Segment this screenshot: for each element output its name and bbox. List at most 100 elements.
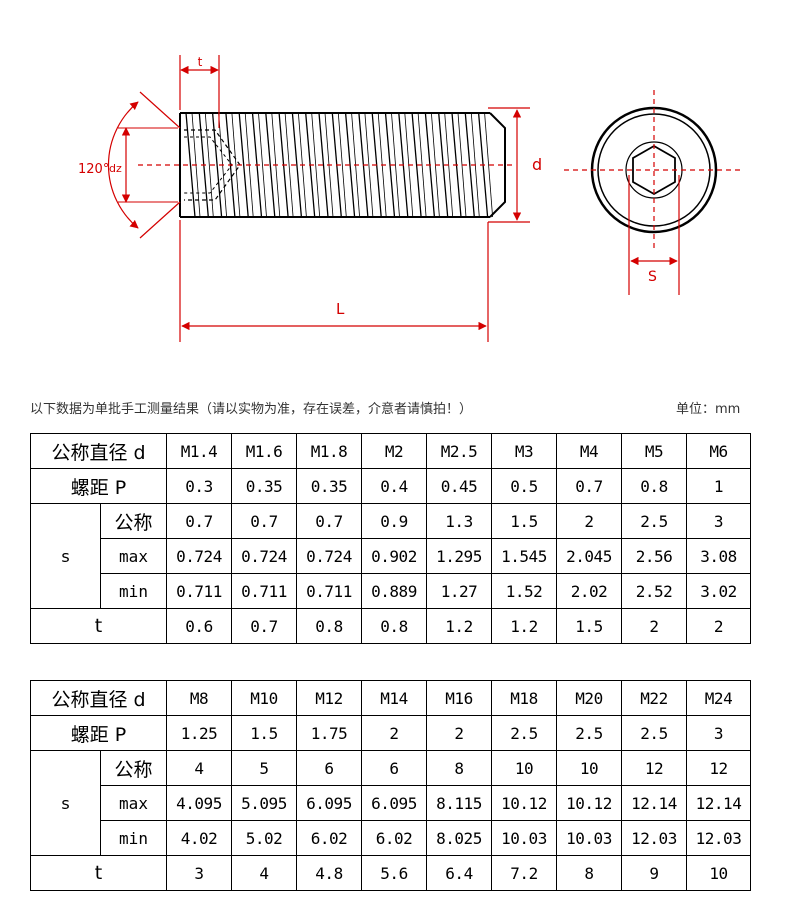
diameter-header: 公称直径 d <box>30 680 167 716</box>
max-header: max <box>100 538 167 574</box>
diameter-header: 公称直径 d <box>30 433 167 469</box>
set-screw-technical-drawing: t 120° dz d L S <box>78 55 744 342</box>
table-cell: M22 <box>621 680 687 716</box>
table-cell: 0.4 <box>361 468 427 504</box>
table-cell: M2.5 <box>426 433 492 469</box>
table-cell: 5 <box>231 750 297 786</box>
unit-label: 单位：mm <box>676 402 741 417</box>
table-cell: 0.8 <box>296 608 362 644</box>
table-cell: 8 <box>426 750 492 786</box>
table-cell: M8 <box>166 680 232 716</box>
table-cell: 0.711 <box>296 573 362 609</box>
table-cell: 7.2 <box>491 855 557 891</box>
table-cell: 10.12 <box>556 785 622 821</box>
t-header: t <box>30 608 167 644</box>
table-cell: M16 <box>426 680 492 716</box>
min-header: min <box>100 573 167 609</box>
label-t: t <box>198 55 203 69</box>
table-cell: M10 <box>231 680 297 716</box>
table-cell: 1.52 <box>491 573 557 609</box>
table-cell: 1.25 <box>166 715 232 751</box>
table-cell: 5.095 <box>231 785 297 821</box>
table-cell: M5 <box>621 433 687 469</box>
table-cell: 2.5 <box>491 715 557 751</box>
table-cell: 10 <box>556 750 622 786</box>
dimension-angle-dz: 120° dz <box>78 91 181 239</box>
table-cell: M1.8 <box>296 433 362 469</box>
table-cell: 2 <box>621 608 687 644</box>
table-cell: 1.2 <box>426 608 492 644</box>
min-header: min <box>100 820 167 856</box>
table-cell: 6 <box>296 750 362 786</box>
table-cell: 0.7 <box>556 468 622 504</box>
table-cell: 0.35 <box>231 468 297 504</box>
table-cell: 0.711 <box>231 573 297 609</box>
table-cell: 4.095 <box>166 785 232 821</box>
table-cell: 10.03 <box>556 820 622 856</box>
table-cell: 3.08 <box>686 538 751 574</box>
table-cell: M24 <box>686 680 751 716</box>
measurement-note: 以下数据为单批手工测量结果（请以实物为准，存在误差，介意者请慎拍！） <box>30 402 473 417</box>
table-cell: 1.75 <box>296 715 362 751</box>
table-cell: 2.5 <box>621 503 687 539</box>
label-angle: 120° <box>78 162 109 177</box>
table-cell: 4.02 <box>166 820 232 856</box>
table-cell: 1.3 <box>426 503 492 539</box>
dimension-d: d <box>488 107 542 223</box>
table-cell: 1.295 <box>426 538 492 574</box>
table-cell: 1.5 <box>231 715 297 751</box>
table-cell: M3 <box>491 433 557 469</box>
table-cell: 1.545 <box>491 538 557 574</box>
nominal-header: 公称 <box>100 750 167 786</box>
table-cell: 0.9 <box>361 503 427 539</box>
table-cell: 1.2 <box>491 608 557 644</box>
table-cell: 0.6 <box>166 608 232 644</box>
table-cell: 4 <box>231 855 297 891</box>
t-header: t <box>30 855 167 891</box>
table-cell: 0.711 <box>166 573 232 609</box>
table-cell: 2.045 <box>556 538 622 574</box>
table-cell: M14 <box>361 680 427 716</box>
label-dz: dz <box>109 162 122 175</box>
table-cell: M12 <box>296 680 362 716</box>
screw-side-view <box>138 112 515 218</box>
table-cell: 0.889 <box>361 573 427 609</box>
table-cell: 10.12 <box>491 785 557 821</box>
table-cell: M1.6 <box>231 433 297 469</box>
table-cell: 3 <box>686 715 751 751</box>
table-cell: 0.3 <box>166 468 232 504</box>
table-cell: 1.27 <box>426 573 492 609</box>
table-cell: 6.095 <box>296 785 362 821</box>
table-cell: 6.4 <box>426 855 492 891</box>
table-cell: 1.5 <box>556 608 622 644</box>
s-header: s <box>30 503 101 609</box>
table-cell: 10 <box>491 750 557 786</box>
table-cell: 1.5 <box>491 503 557 539</box>
table-cell: 3.02 <box>686 573 751 609</box>
table-cell: 6 <box>361 750 427 786</box>
table-cell: 12.14 <box>686 785 751 821</box>
table-cell: 12 <box>686 750 751 786</box>
table-cell: 10.03 <box>491 820 557 856</box>
table-cell: M18 <box>491 680 557 716</box>
table-cell: 2 <box>556 503 622 539</box>
table-cell: 2 <box>426 715 492 751</box>
table-cell: 0.724 <box>166 538 232 574</box>
table-cell: 0.7 <box>231 608 297 644</box>
table-cell: 1 <box>686 468 751 504</box>
nominal-header: 公称 <box>100 503 167 539</box>
table-cell: M6 <box>686 433 751 469</box>
table-cell: 0.5 <box>491 468 557 504</box>
table-cell: 0.902 <box>361 538 427 574</box>
table-cell: 2.5 <box>621 715 687 751</box>
table-cell: 0.7 <box>231 503 297 539</box>
table-cell: 8.115 <box>426 785 492 821</box>
